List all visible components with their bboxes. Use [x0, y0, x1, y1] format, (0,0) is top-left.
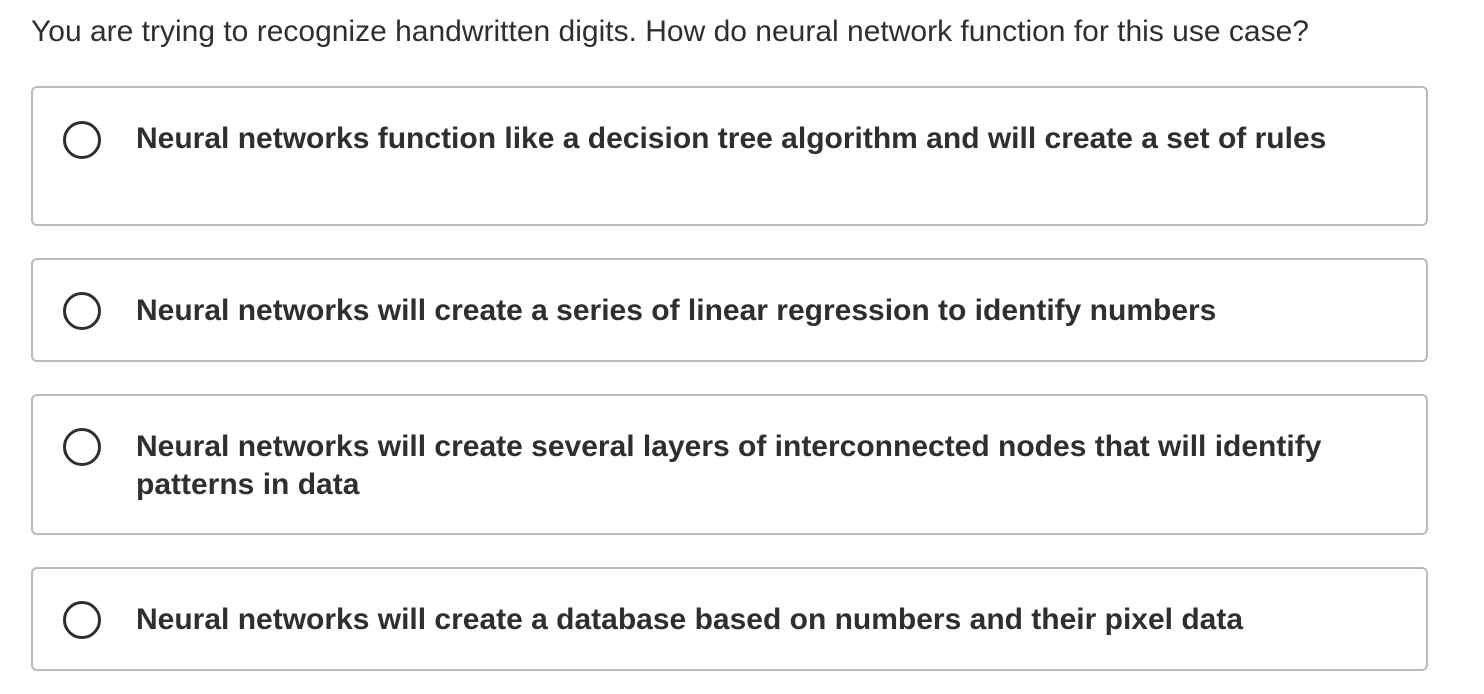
- radio-button-icon[interactable]: [63, 121, 101, 159]
- radio-button-icon[interactable]: [63, 601, 101, 639]
- answer-option-label: Neural networks will create several laye…: [136, 430, 1322, 501]
- question-text: You are trying to recognize handwritten …: [31, 15, 1309, 48]
- answer-option-label: Neural networks function like a decision…: [136, 122, 1327, 155]
- answer-option-4[interactable]: Neural networks will create a database b…: [31, 567, 1428, 671]
- answer-option-1[interactable]: Neural networks function like a decision…: [31, 86, 1428, 226]
- answer-option-label: Neural networks will create a database b…: [136, 603, 1244, 636]
- radio-button-icon[interactable]: [63, 292, 101, 330]
- answer-option-3[interactable]: Neural networks will create several laye…: [31, 394, 1428, 535]
- answer-option-2[interactable]: Neural networks will create a series of …: [31, 258, 1428, 362]
- radio-button-icon[interactable]: [63, 428, 101, 466]
- answer-option-label: Neural networks will create a series of …: [136, 294, 1217, 327]
